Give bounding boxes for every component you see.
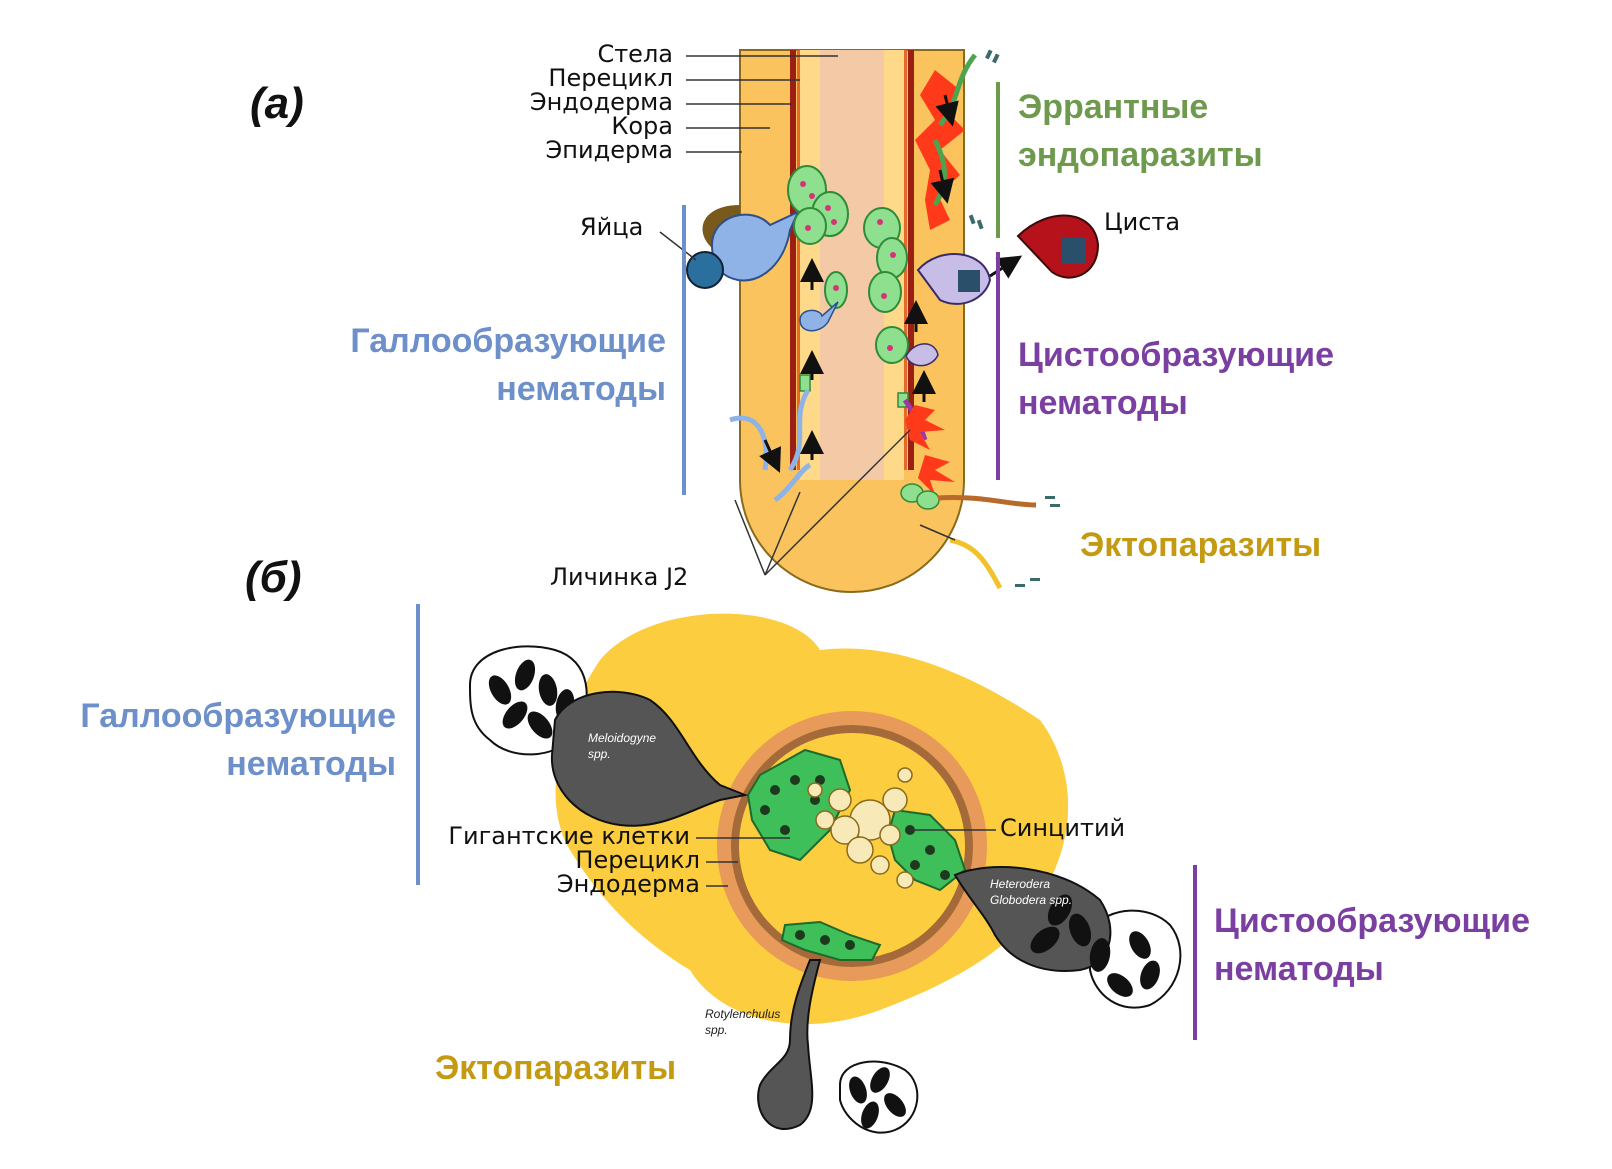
group-cyst-a-line2: нематоды	[1018, 384, 1188, 422]
gall-juvenile-j2-b	[787, 388, 811, 472]
vascular-cells	[807, 767, 914, 889]
eggs-leader	[659, 231, 697, 261]
rotylenchulus-spp: spp.	[705, 1023, 728, 1037]
cyst-juvenile-small	[897, 392, 909, 408]
meloidogyne-spp: spp.	[588, 747, 611, 761]
cyst-juvenile-swollen	[905, 343, 939, 367]
syncytium-a	[863, 207, 1023, 495]
heterodera-spp: Globodera spp.	[990, 893, 1072, 907]
juvenile-small	[799, 374, 811, 392]
endodermis-left	[790, 50, 796, 470]
ecto-feeding-cells	[780, 920, 882, 961]
group-cyst-b-line1: Цистообразующие	[1214, 902, 1530, 940]
group-ecto-b: Эктопаразиты	[435, 1049, 676, 1087]
heterodera-body	[953, 866, 1112, 972]
heterodera-name: Heterodera	[990, 877, 1050, 891]
eggs-label: Яйца	[580, 213, 643, 241]
meloidogyne-female: Meloidogyne spp.	[468, 645, 749, 827]
egg-small	[968, 214, 976, 225]
cyst-label: Циста	[1104, 208, 1180, 236]
gall-juvenile-swollen	[799, 301, 839, 332]
egg-mass	[686, 251, 724, 289]
layer-pericycle-label: Перецикл	[548, 64, 673, 92]
group-errant-line2: эндопаразиты	[1018, 136, 1263, 174]
ecto-nematode-yellow	[949, 537, 1003, 590]
larva-leader-1	[764, 491, 801, 576]
feeding-cell	[916, 490, 940, 510]
group-cyst-b-line2: нематоды	[1214, 950, 1384, 988]
stele	[820, 50, 884, 480]
group-gall-b-line1: Галлообразующие	[80, 697, 396, 735]
group-gall-a-line2: нематоды	[496, 370, 666, 408]
panel-a: (а) Стела Перецикл Эндодерма Кора Эпидер…	[250, 40, 1334, 593]
ecto-nematode	[937, 494, 1037, 508]
egg-small	[992, 53, 1000, 64]
group-cyst-a-line1: Цистообразующие	[1018, 336, 1334, 374]
panel-b-label: (б)	[245, 553, 302, 602]
rotylenchulus-name: Rotylenchulus	[705, 1007, 780, 1021]
egg-small	[985, 49, 993, 60]
larva-leader-3	[734, 499, 766, 576]
cyst-contents	[1062, 238, 1086, 264]
endodermis-right	[908, 50, 914, 470]
damage-spot	[905, 405, 945, 450]
cyst-eggs	[958, 270, 980, 292]
ectoparasites-a	[900, 483, 1060, 590]
egg-small	[976, 219, 984, 230]
pericycle-ring	[731, 725, 973, 967]
syncytium-label: Синцитий	[1000, 814, 1125, 842]
meloidogyne-body	[550, 690, 749, 827]
rotylenchulus-female: Rotylenchulus spp.	[705, 959, 919, 1134]
gall-juvenile-j2-c	[773, 462, 812, 503]
larva-j2-label: Личинка J2	[550, 563, 688, 591]
pericycle-left	[797, 50, 800, 470]
group-gall-b-line2: нематоды	[226, 745, 396, 783]
layer-epidermis-label: Эпидерма	[546, 136, 673, 164]
gall-nematode-female: Яйца	[580, 205, 800, 289]
cyst-detached: Циста	[1016, 208, 1180, 279]
group-ecto-a: Эктопаразиты	[1080, 526, 1321, 564]
layer-endodermis-label: Эндодерма	[530, 88, 673, 116]
rotylenchulus-body	[757, 959, 822, 1130]
panel-a-label: (а)	[250, 79, 304, 128]
layer-cortex-label: Кора	[611, 112, 673, 140]
errant-endoparasites	[915, 49, 1000, 230]
larva-leader-2	[764, 429, 911, 576]
giant-cells-label: Гигантские клетки	[448, 822, 690, 850]
giant-cells-a	[729, 165, 849, 503]
giant-cells-b	[746, 748, 967, 961]
endodermis-ring	[717, 711, 987, 981]
group-gall-a-line1: Галлообразующие	[350, 322, 666, 360]
syncytium-cell	[868, 271, 902, 313]
layer-stele-label: Стела	[597, 40, 673, 68]
layer-labels: Стела Перецикл Эндодерма Кора Эпидерма	[530, 40, 838, 164]
ecto-leader	[919, 524, 956, 541]
meloidogyne-name: Meloidogyne	[588, 731, 656, 745]
endodermis-b-label: Эндодерма	[557, 870, 700, 898]
giant-cell-cluster	[746, 748, 852, 862]
heterodera-female: Heterodera Globodera spp.	[953, 866, 1182, 1009]
pericycle-b-label: Перецикл	[575, 846, 700, 874]
damage-spot	[918, 455, 955, 495]
syncytium-cell	[875, 326, 909, 364]
group-errant-line1: Эррантные	[1018, 88, 1208, 126]
panel-b: (б)	[80, 553, 1530, 1134]
